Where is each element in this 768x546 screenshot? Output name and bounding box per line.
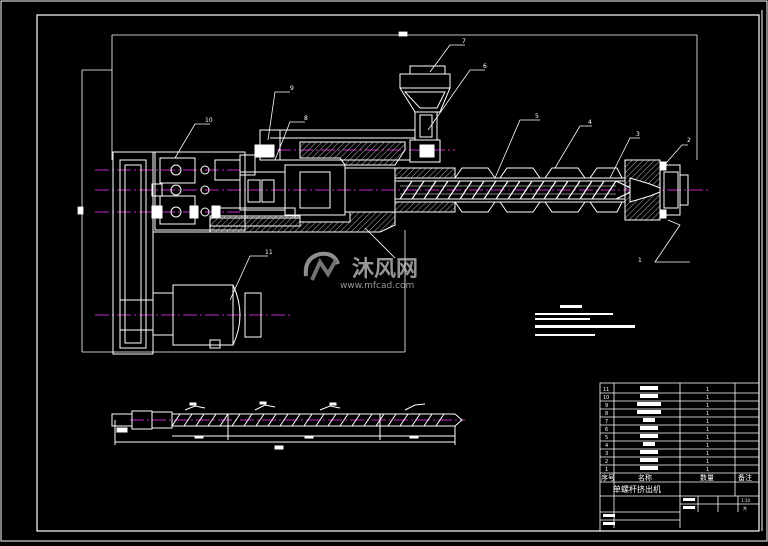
row-index: 1 (605, 467, 608, 473)
row-index: 6 (605, 427, 608, 433)
header-name: 名称 (638, 473, 652, 482)
row-qty: 1 (706, 451, 709, 457)
row-qty: 1 (706, 427, 709, 433)
row-index: 11 (603, 387, 609, 393)
row-index: 9 (605, 403, 608, 409)
callout-2: 2 (687, 137, 691, 144)
row-index: 2 (605, 459, 608, 465)
row-qty: 1 (706, 411, 709, 417)
callout-1: 1 (638, 257, 642, 264)
callout-5: 5 (535, 113, 539, 120)
leader-lines (174, 44, 690, 301)
hopper (399, 65, 451, 163)
header-index: 序号 (601, 473, 615, 482)
callout-9: 9 (290, 85, 294, 92)
callout-labels: 1 2 3 4 5 6 7 9 8 10 11 (205, 38, 691, 264)
callout-3: 3 (636, 131, 640, 138)
watermark-logo (303, 251, 340, 281)
row-qty: 1 (706, 387, 709, 393)
parts-qty-column: 1 1 1 1 1 1 1 1 1 1 1 (706, 387, 709, 473)
screw-detail-view (111, 401, 463, 450)
row-index: 5 (605, 435, 608, 441)
row-qty: 1 (706, 443, 709, 449)
row-qty: 1 (706, 403, 709, 409)
row-qty: 1 (706, 459, 709, 465)
sheet-count: 共 (743, 505, 747, 511)
row-index: 4 (605, 443, 608, 449)
row-qty: 1 (706, 419, 709, 425)
row-index: 10 (603, 395, 609, 401)
callout-6: 6 (483, 63, 487, 70)
row-qty: 1 (706, 467, 709, 473)
watermark: 沐风网 www.mfcad.com (303, 251, 418, 291)
title-block-footer: 1:10 共 (603, 498, 750, 525)
callout-8: 8 (304, 115, 308, 122)
header-qty: 数量 (700, 473, 714, 482)
row-qty: 1 (706, 435, 709, 441)
row-index: 3 (605, 451, 608, 457)
callout-7: 7 (462, 38, 466, 45)
title-block (599, 382, 760, 532)
row-index: 7 (605, 419, 608, 425)
callout-11: 11 (265, 249, 273, 256)
watermark-brand: 沐风网 (352, 257, 418, 282)
callout-4: 4 (588, 119, 592, 126)
row-qty: 1 (706, 395, 709, 401)
callout-10: 10 (205, 117, 213, 124)
title-block-header: 序号 名称 数量 备注 (601, 473, 752, 482)
parts-index-column: 11 10 9 8 7 6 5 4 3 2 1 (603, 387, 609, 473)
row-index: 8 (605, 411, 608, 417)
drawing-frame (36, 14, 760, 532)
electric-motor (120, 284, 262, 349)
parts-name-column (637, 386, 661, 470)
header-note: 备注 (738, 473, 752, 482)
watermark-url: www.mfcad.com (340, 281, 414, 291)
hatched-housing (209, 141, 456, 233)
bearing-housing (209, 129, 415, 227)
scale-value: 1:10 (741, 498, 750, 503)
technical-notes (535, 305, 635, 336)
die-head (624, 159, 689, 221)
screw-flights (399, 180, 637, 200)
gearbox-frame (112, 151, 256, 355)
drawing-title: 单螺杆挤出机 (613, 484, 661, 494)
overall-dimensions (77, 31, 698, 353)
